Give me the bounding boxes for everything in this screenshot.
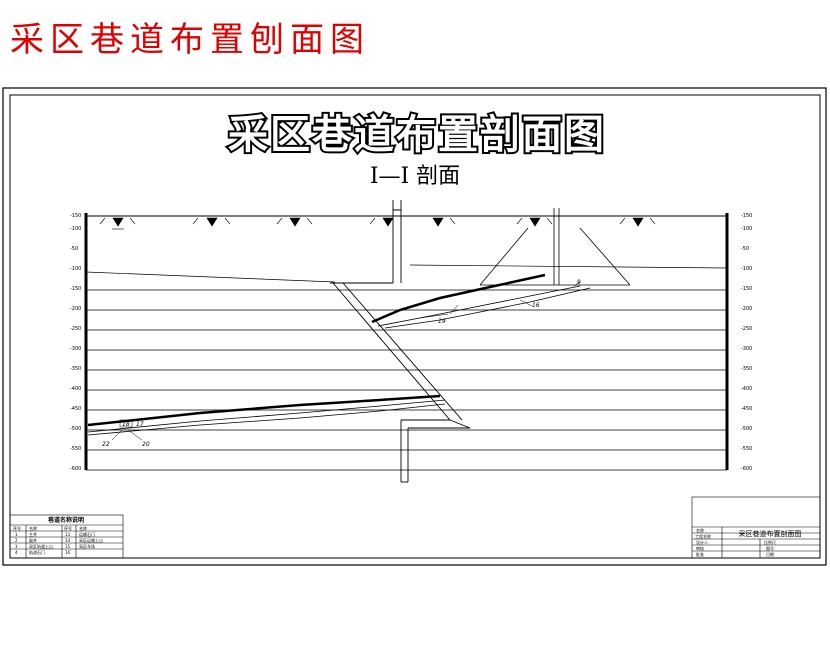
- label-17: 17: [136, 421, 144, 428]
- drawing-title: 采区巷道布置剖面图: [228, 112, 606, 158]
- title-block: [691, 496, 821, 559]
- label-19: 19: [438, 318, 446, 325]
- right-tick-12: -550: [741, 446, 752, 452]
- legend-title: 巷道名称说明: [47, 516, 84, 524]
- left-tick-11: -500: [70, 426, 81, 432]
- svg-text:图号: 图号: [766, 545, 774, 551]
- svg-text:名称: 名称: [29, 525, 37, 531]
- annotation-labels: [111, 281, 581, 441]
- right-tick-3: -100: [741, 266, 752, 272]
- svg-text:比例尺: 比例尺: [764, 539, 776, 545]
- lower-coal-seam: [87, 394, 446, 436]
- left-tick-8: -350: [70, 366, 81, 372]
- svg-text:工程名称: 工程名称: [695, 533, 711, 539]
- inclined-drift: [332, 282, 471, 429]
- right-tick-8: -350: [741, 366, 752, 372]
- outer-frame: [2, 87, 827, 566]
- svg-text:序号: 序号: [13, 525, 21, 531]
- left-tick-9: -400: [70, 386, 81, 392]
- label-20: 20: [142, 441, 150, 448]
- right-tick-1: -100: [741, 226, 752, 232]
- upper-coal-seam: [371, 273, 591, 329]
- svg-text:采区运输上山: 采区运输上山: [79, 537, 103, 543]
- svg-text:采区车场: 采区车场: [79, 543, 95, 549]
- label-16: 16: [532, 302, 540, 309]
- svg-text:16: 16: [65, 550, 71, 555]
- section-label: I—I 剖面: [370, 164, 460, 189]
- svg-text:设计人: 设计人: [696, 539, 708, 545]
- right-tick-5: -200: [741, 306, 752, 312]
- inner-frame: [9, 94, 821, 559]
- left-tick-13: -600: [70, 466, 81, 472]
- svg-text:14: 14: [65, 538, 71, 543]
- page-heading: 采区巷道布置刨面图: [10, 20, 370, 60]
- right-tick-9: -400: [741, 386, 752, 392]
- strata-lines: [85, 264, 728, 471]
- left-tick-7: -300: [70, 346, 81, 352]
- svg-text:13: 13: [65, 532, 71, 537]
- left-tick-3: -100: [70, 266, 81, 272]
- svg-text:运输石门: 运输石门: [79, 531, 95, 537]
- left-tick-10: -450: [70, 406, 81, 412]
- svg-text:审核: 审核: [696, 545, 704, 551]
- svg-text:名称: 名称: [696, 527, 704, 533]
- right-tick-13: -600: [741, 466, 752, 472]
- svg-text:副井: 副井: [29, 537, 37, 543]
- left-tick-5: -200: [70, 306, 81, 312]
- title-block-project: 采区巷道布置剖面图: [739, 529, 802, 538]
- right-tick-6: -250: [741, 326, 752, 332]
- svg-text:批准: 批准: [696, 551, 704, 557]
- svg-text:15: 15: [65, 544, 71, 549]
- right-tick-11: -500: [741, 426, 752, 432]
- label-22: 22: [102, 441, 110, 448]
- right-axis: -150 -100 -50 -100 -150 -200 -250 -300 -…: [725, 213, 752, 472]
- legend-table: [9, 514, 124, 559]
- svg-text:序号: 序号: [64, 525, 72, 531]
- svg-text:主井: 主井: [29, 531, 37, 537]
- svg-text:采区轨道上山: 采区轨道上山: [29, 543, 53, 549]
- label-9: 9: [577, 279, 581, 286]
- right-tick-0: -150: [741, 213, 752, 219]
- left-tick-4: -150: [70, 286, 81, 292]
- surface-hatches: [99, 217, 656, 230]
- left-tick-6: -250: [70, 326, 81, 332]
- left-tick-0: -150: [70, 213, 81, 219]
- left-tick-2: -50: [70, 246, 78, 252]
- svg-text:2: 2: [15, 538, 18, 543]
- svg-text:名称: 名称: [79, 525, 87, 531]
- svg-text:3: 3: [15, 544, 18, 549]
- lower-shaft: [400, 419, 470, 483]
- svg-text:日期: 日期: [766, 551, 774, 557]
- main-shaft: [330, 200, 402, 284]
- svg-text:轨道石门: 轨道石门: [29, 549, 45, 555]
- legend-rows: 序号 名称 序号 名称 1 主井 13 运输石门 2 副井 14 采区运输上山 …: [13, 525, 103, 555]
- svg-text:1: 1: [15, 532, 18, 537]
- right-tick-4: -150: [741, 286, 752, 292]
- left-axis: -150 -100 -50 -100 -150 -200 -250 -300 -…: [70, 213, 88, 472]
- title-block-text: 名称 工程名称 采区巷道布置剖面图 设计人 比例尺 审核 图号 批准 日期: [695, 527, 802, 557]
- left-tick-12: -550: [70, 446, 81, 452]
- right-tick-10: -450: [741, 406, 752, 412]
- left-tick-1: -100: [70, 226, 81, 232]
- svg-text:4: 4: [15, 550, 18, 555]
- label-18: 18: [122, 421, 130, 428]
- right-tick-7: -300: [741, 346, 752, 352]
- right-tick-2: -50: [741, 246, 749, 252]
- second-shaft: [479, 208, 631, 286]
